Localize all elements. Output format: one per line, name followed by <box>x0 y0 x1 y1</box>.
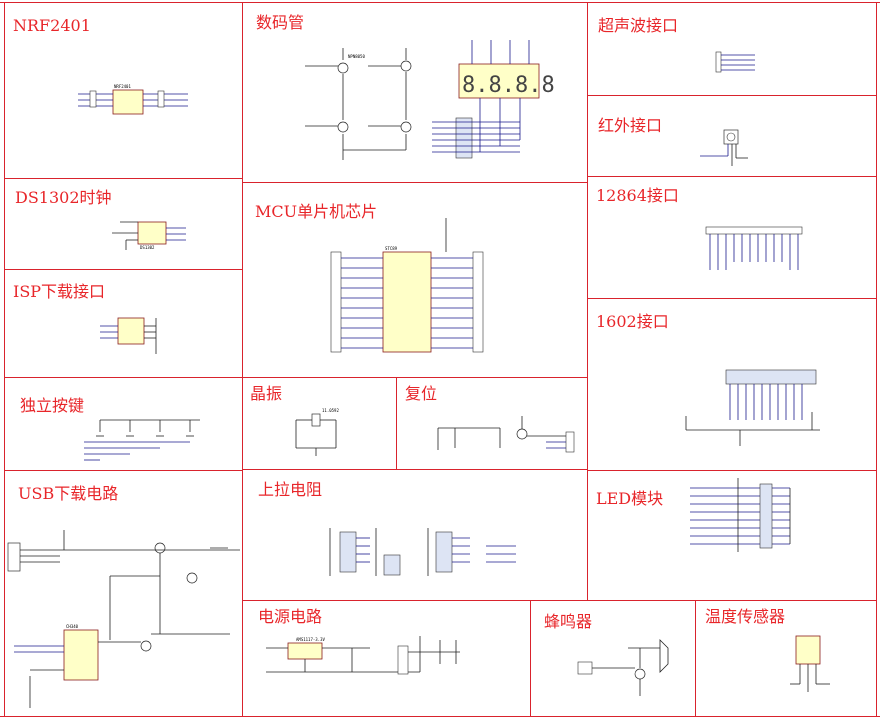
ds1302-chip <box>137 221 167 245</box>
divider-mid-3 <box>242 469 587 470</box>
regulator-chip <box>287 642 323 660</box>
usb-circuit: CH340 <box>7 530 240 708</box>
temp-circuit <box>790 635 830 692</box>
divider-left-1 <box>4 178 242 179</box>
usb-chip-label: CH340 <box>66 624 79 629</box>
regulator-label: AMS1117-3.3V <box>296 637 325 642</box>
divider-col1 <box>242 2 243 717</box>
divider-right-4 <box>587 470 876 471</box>
mcu-chip-label: STC89 <box>385 246 398 251</box>
title-lcd1602: 1602接口 <box>596 312 669 331</box>
title-ds1302: DS1302时钟 <box>15 188 112 207</box>
border-right <box>876 2 877 717</box>
divider-right-1 <box>587 95 876 96</box>
nrf2401-circuit: NRF2401 <box>78 84 188 115</box>
pullup-circuit <box>329 528 516 576</box>
mcu-chip <box>382 251 432 353</box>
title-keys: 独立按键 <box>20 396 85 415</box>
power-circuit: AMS1117-3.3V <box>266 636 460 675</box>
title-nrf2401: NRF2401 <box>13 16 91 35</box>
title-crystal: 晶振 <box>250 384 283 403</box>
title-led: LED模块 <box>596 489 664 508</box>
border-top <box>0 2 880 3</box>
divider-mid-1 <box>242 182 587 183</box>
divider-right-3 <box>587 298 876 299</box>
seg-display <box>458 63 540 99</box>
title-pullup: 上拉电阻 <box>258 480 323 499</box>
keys-circuit <box>84 419 200 461</box>
divider-temp <box>695 600 696 716</box>
divider-bottom-row <box>242 600 876 601</box>
temp-sensor <box>795 635 821 665</box>
seg-digits: 8.8.8.8 <box>462 73 555 98</box>
ultrasonic-circuit <box>715 51 755 73</box>
title-infrared: 红外接口 <box>598 116 663 135</box>
divider-col2 <box>587 2 588 600</box>
title-mcu: MCU单片机芯片 <box>255 202 378 221</box>
divider-mid-2 <box>242 377 587 378</box>
crystal-circuit: 11.0592 <box>295 408 339 456</box>
lcd12864-circuit <box>705 226 803 270</box>
buzzer-circuit <box>577 639 669 696</box>
infrared-circuit <box>700 129 748 166</box>
isp-circuit <box>100 317 157 354</box>
title-ultrasonic: 超声波接口 <box>598 16 679 35</box>
divider-right-2 <box>587 176 876 177</box>
title-lcd12864: 12864接口 <box>596 186 679 205</box>
mcu-circuit: STC89 <box>330 218 484 353</box>
ds1302-circuit: DS1302 <box>112 221 186 250</box>
divider-buzzer <box>530 600 531 716</box>
usb-chip <box>63 629 99 681</box>
title-temp: 温度传感器 <box>705 607 786 626</box>
divider-left-3 <box>4 377 242 378</box>
lcd1602-circuit <box>685 369 820 446</box>
title-usb: USB下载电路 <box>18 484 119 503</box>
border-bottom <box>0 716 880 717</box>
title-reset: 复位 <box>405 384 438 403</box>
seg-display-circuit: 8.8.8.8 NPN8050 <box>305 40 555 160</box>
title-power: 电源电路 <box>258 607 323 626</box>
title-buzzer: 蜂鸣器 <box>544 612 593 631</box>
led-circuit <box>690 478 791 552</box>
divider-mid-crystal <box>396 377 397 469</box>
divider-left-2 <box>4 269 242 270</box>
reset-circuit <box>437 416 575 453</box>
nrf-chip-label: NRF2401 <box>114 84 131 89</box>
title-seg-display: 数码管 <box>256 13 305 32</box>
nrf-chip <box>112 89 144 115</box>
title-isp: ISP下载接口 <box>13 282 106 301</box>
border-left <box>4 2 5 717</box>
divider-left-4 <box>4 470 242 471</box>
transistor-label: NPN8050 <box>348 54 365 59</box>
ds1302-chip-label: DS1302 <box>140 245 155 250</box>
crystal-label: 11.0592 <box>322 408 339 413</box>
